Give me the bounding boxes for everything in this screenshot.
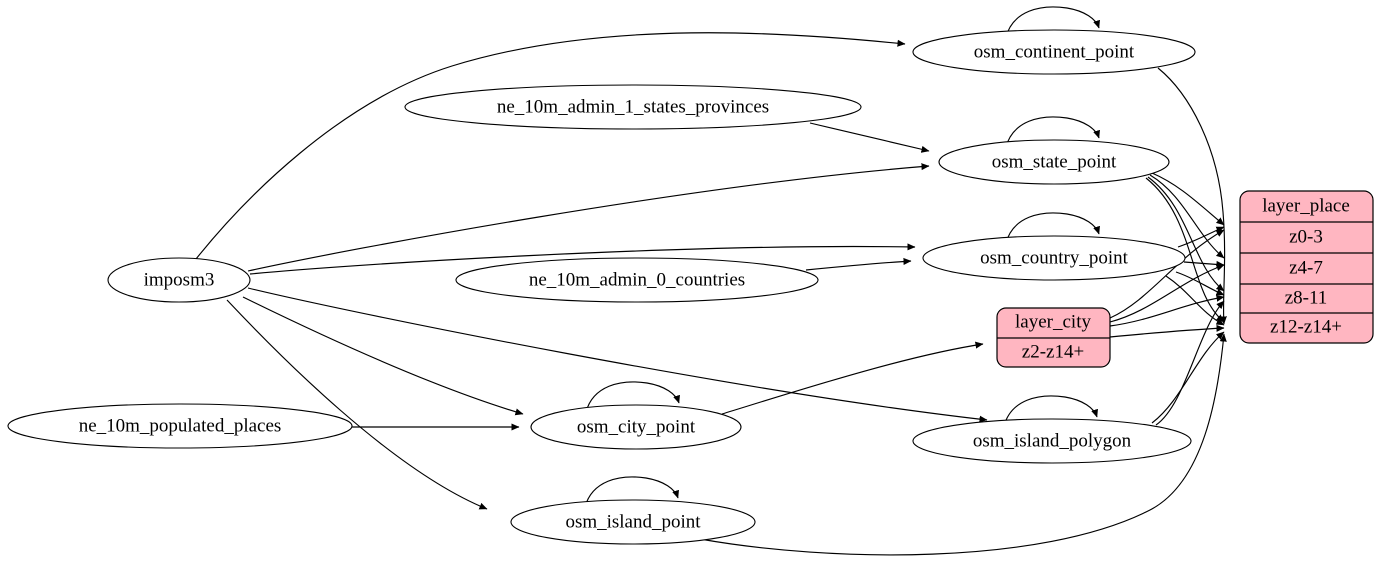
- edge-osm-island-polygon-to-layer-place-z12: [1151, 331, 1225, 424]
- edge-imposm3-to-osm-island-polygon: [247, 287, 988, 423]
- node-ne-10m-admin-1-states-provinces[interactable]: ne_10m_admin_1_states_provinces: [404, 84, 862, 130]
- edge-self-osm-state-point: [1005, 116, 1100, 148]
- node-label-imposm3: imposm3: [144, 269, 215, 290]
- node-label-ne-populated: ne_10m_populated_places: [79, 415, 282, 436]
- edge-osm-state-point-to-layer-place-z4-7: [1149, 174, 1225, 259]
- record-row-layer-city-z2-z14[interactable]: z2-z14+: [1022, 341, 1084, 362]
- record-layer-city[interactable]: layer_city z2-z14+: [996, 307, 1111, 368]
- edge-self-osm-country-point: [1005, 212, 1100, 244]
- node-osm-state-point[interactable]: osm_state_point: [938, 139, 1170, 185]
- edge-imposm3-to-osm-continent-point: [195, 32, 906, 260]
- edge-self-osm-island-polygon: [1003, 395, 1098, 427]
- edge-osm-island-point-to-layer-place-z12: [699, 333, 1227, 556]
- record-row-layer-place-z8-11[interactable]: z8-11: [1285, 287, 1328, 308]
- edge-layer: [195, 6, 1227, 556]
- edge-self-osm-island-point: [584, 476, 679, 508]
- node-label-osm-island-polygon: osm_island_polygon: [973, 430, 1132, 451]
- node-label-ne-admin0: ne_10m_admin_0_countries: [529, 269, 745, 290]
- edge-osm-city-point-to-layer-city: [721, 341, 984, 415]
- node-osm-city-point[interactable]: osm_city_point: [530, 404, 742, 450]
- record-layer-place[interactable]: layer_place z0-3 z4-7 z8-11 z12-z14+: [1239, 190, 1374, 344]
- record-row-layer-city-title: layer_city: [1015, 311, 1091, 332]
- edge-osm-continent-point-to-layer-place-z12: [1157, 67, 1227, 325]
- record-row-layer-place-z0-3[interactable]: z0-3: [1289, 226, 1323, 247]
- edge-osm-country-point-to-layer-place-z8-11: [1175, 271, 1225, 296]
- record-row-layer-place-z12-z14[interactable]: z12-z14+: [1270, 316, 1342, 337]
- node-label-ne-admin1: ne_10m_admin_1_states_provinces: [497, 96, 769, 117]
- node-layer: imposm3 ne_10m_admin_1_states_provinces …: [7, 29, 1196, 545]
- node-osm-country-point[interactable]: osm_country_point: [922, 235, 1186, 281]
- record-row-layer-place-title: layer_place: [1262, 195, 1350, 216]
- node-label-osm-island-point: osm_island_point: [565, 511, 701, 532]
- edge-imposm3-to-osm-city-point: [242, 296, 524, 416]
- node-osm-island-point[interactable]: osm_island_point: [510, 499, 756, 545]
- node-osm-continent-point[interactable]: osm_continent_point: [912, 29, 1196, 75]
- node-imposm3[interactable]: imposm3: [107, 257, 251, 303]
- edge-layer-city-to-layer-place-z8-11: [1109, 294, 1225, 327]
- record-layer: layer_place z0-3 z4-7 z8-11 z12-z14+ lay…: [996, 190, 1374, 368]
- edge-osm-state-point-to-layer-place-z0-3: [1151, 172, 1225, 226]
- node-osm-island-polygon[interactable]: osm_island_polygon: [912, 418, 1192, 464]
- edge-imposm3-to-osm-country-point: [249, 243, 916, 275]
- edge-imposm3-to-osm-island-point: [226, 299, 488, 510]
- edge-osm-island-polygon-to-layer-place-z8-11: [1155, 300, 1225, 426]
- edge-ne-admin1-to-osm-state-point: [809, 122, 930, 153]
- edge-osm-country-point-to-layer-place-z0-3: [1177, 226, 1225, 248]
- edge-layer-city-to-layer-place-z12: [1109, 324, 1225, 338]
- node-label-osm-state-point: osm_state_point: [992, 151, 1117, 172]
- node-label-osm-continent-point: osm_continent_point: [974, 41, 1135, 62]
- edge-osm-state-point-to-layer-place-z8-11: [1147, 176, 1225, 292]
- node-ne-10m-admin-0-countries[interactable]: ne_10m_admin_0_countries: [455, 257, 819, 303]
- edge-ne-admin0-to-osm-country-point: [805, 257, 912, 271]
- edge-self-osm-city-point: [585, 381, 680, 413]
- node-label-osm-country-point: osm_country_point: [980, 247, 1128, 268]
- edge-layer-city-to-layer-place-z4-7: [1109, 264, 1225, 323]
- edge-self-osm-continent-point: [1005, 6, 1100, 38]
- node-label-osm-city-point: osm_city_point: [577, 416, 696, 437]
- record-row-layer-place-z4-7[interactable]: z4-7: [1289, 257, 1323, 278]
- edge-layer-city-to-layer-place-z0-3: [1109, 229, 1225, 319]
- node-ne-10m-populated-places[interactable]: ne_10m_populated_places: [7, 403, 353, 449]
- edge-osm-country-point-to-layer-place-z12: [1165, 275, 1225, 326]
- edge-imposm3-to-osm-state-point: [247, 163, 930, 272]
